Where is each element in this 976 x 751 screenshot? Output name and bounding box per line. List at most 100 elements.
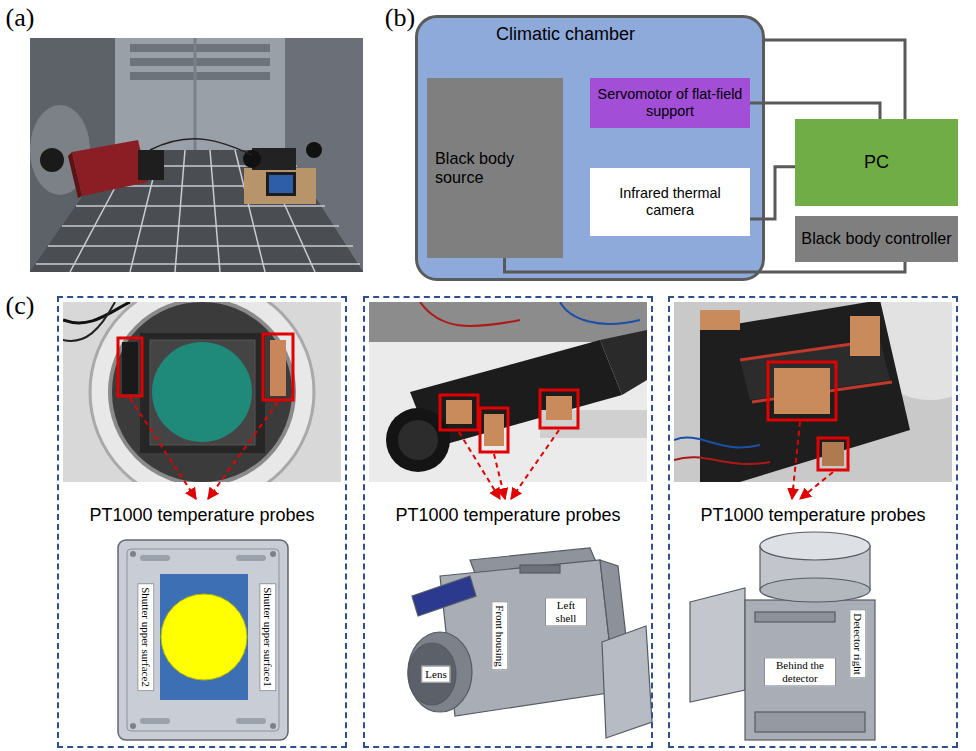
detector-photo-part <box>774 368 830 414</box>
chamber-photo-part <box>72 140 148 196</box>
camera-cad-drawing-part <box>408 632 472 712</box>
servomotor-box: Servomotor of flat-field support <box>590 78 750 128</box>
probe-leader-lines-part <box>800 472 833 499</box>
node-label: Black body controller <box>801 229 951 248</box>
probe-leader-lines-part <box>208 402 278 499</box>
part-label: Front housing <box>492 601 509 670</box>
detector-photo-part <box>700 310 740 330</box>
camera-photo-part <box>446 400 472 424</box>
label-holder: Lens <box>421 666 450 683</box>
detector-cad-drawing-part <box>760 532 870 560</box>
chamber-photo-part <box>30 38 363 272</box>
shutter-cad-drawing-part <box>270 551 276 557</box>
chamber-photo-part <box>115 38 285 150</box>
controller-box: Black body controller <box>795 216 958 262</box>
part-label: Detector right <box>850 609 867 678</box>
detector-cad-drawing-part <box>745 600 875 740</box>
chamber-photo-part <box>40 148 64 172</box>
part-label: Behind the detector <box>764 657 836 686</box>
label-holder: (b) <box>385 3 415 33</box>
detector-photo-part <box>818 438 848 470</box>
camera-cad-drawing <box>408 548 652 738</box>
pc-box: PC <box>795 119 958 206</box>
shutter-cad-drawing-part <box>270 723 276 729</box>
shutter-cad-drawing-part <box>161 594 247 680</box>
shutter-cad-drawing-part <box>140 718 170 724</box>
shutter-photo-part <box>63 302 130 323</box>
connector-line <box>750 103 880 119</box>
camera-photo-part <box>540 390 578 428</box>
detector-photo <box>674 302 952 482</box>
probe-leader-lines <box>459 430 559 499</box>
connector-line <box>750 167 795 219</box>
camera-photo-part <box>560 302 640 324</box>
shutter-photo-part <box>140 333 265 453</box>
node-label: PT1000 temperature probes <box>365 505 651 527</box>
panel-letter: (b) <box>385 3 415 33</box>
node-label: PC <box>864 152 889 174</box>
camera-photo <box>369 302 647 482</box>
camera-cad-drawing-part <box>602 626 652 738</box>
chamber-photo-part <box>130 44 270 52</box>
label-holder: Left shell <box>545 597 587 626</box>
label-holder: Behind the detector <box>764 657 836 686</box>
detector-photo-part <box>822 442 844 466</box>
camera-photo-part <box>398 420 438 460</box>
chamber-photo-part <box>150 139 252 155</box>
node-label: Infrared thermal camera <box>594 185 746 220</box>
shutter-photo-part <box>263 334 293 400</box>
part-label: Left shell <box>545 597 587 626</box>
detector-cad-drawing <box>690 532 875 740</box>
chamber-photo-part <box>130 72 270 80</box>
shutter-cad-drawing-part <box>127 549 279 731</box>
camera-photo-part <box>480 408 508 452</box>
probe-leader-lines <box>792 422 833 499</box>
node-label: PT1000 temperature probes <box>670 505 956 527</box>
shutter-photo-part <box>110 302 294 482</box>
connector-line <box>765 40 905 119</box>
shelf-grid-part <box>62 225 339 227</box>
chamber-photo-part <box>194 38 197 150</box>
probe-leader-lines-part <box>459 432 500 499</box>
detector-cad-drawing-part <box>755 712 865 732</box>
camera-photo-part <box>600 330 647 395</box>
camera-photo-part <box>546 396 572 420</box>
shutter-cad-drawing-part <box>118 540 288 740</box>
shutter-cad-drawing-part <box>160 574 248 700</box>
shutter-photo-part <box>152 342 252 442</box>
camera-cad-drawing-part <box>408 643 456 705</box>
shelf-grid-part <box>210 150 220 272</box>
detector-photo-part <box>850 316 880 356</box>
chamber-photo <box>30 38 363 272</box>
node-label: Servomotor of flat-field support <box>594 86 746 121</box>
shelf-grid-part <box>76 205 325 207</box>
camera-photo-part <box>420 302 520 326</box>
probe-leader-lines-part <box>130 398 196 499</box>
source-box: Black body source <box>427 78 563 258</box>
label-holder: Detector right <box>823 636 892 653</box>
chamber-photo-part <box>269 175 293 193</box>
shelf-grid-part <box>175 150 185 272</box>
chamber-region: Climatic chamberBlack body sourceServomo… <box>415 15 765 281</box>
sensor-panel: PT1000 temperature probes <box>363 296 653 748</box>
connector-line <box>505 258 905 272</box>
shutter-photo-part <box>270 340 286 396</box>
shutter-photo-part <box>150 340 255 445</box>
node-label: Black body source <box>435 149 555 188</box>
shutter-cad-drawing-part <box>140 555 170 561</box>
shutter-photo-part <box>122 342 138 394</box>
camera-cad-drawing-part <box>412 576 476 616</box>
chamber-photo-part <box>138 150 164 180</box>
chamber-photo-part <box>306 142 322 158</box>
part-label: Shutter upper surface1 <box>260 583 277 691</box>
shutter-cad-drawing <box>118 540 288 740</box>
shutter-cad-drawing-part <box>236 718 266 724</box>
shutter-photo <box>63 302 341 482</box>
camera-photo-part <box>369 302 647 482</box>
camera-photo-part <box>440 395 478 430</box>
detector-photo-part <box>674 457 770 464</box>
detector-photo-part <box>700 302 910 482</box>
label-holder: (c) <box>6 291 35 321</box>
probe-leader-lines-part <box>792 422 800 499</box>
